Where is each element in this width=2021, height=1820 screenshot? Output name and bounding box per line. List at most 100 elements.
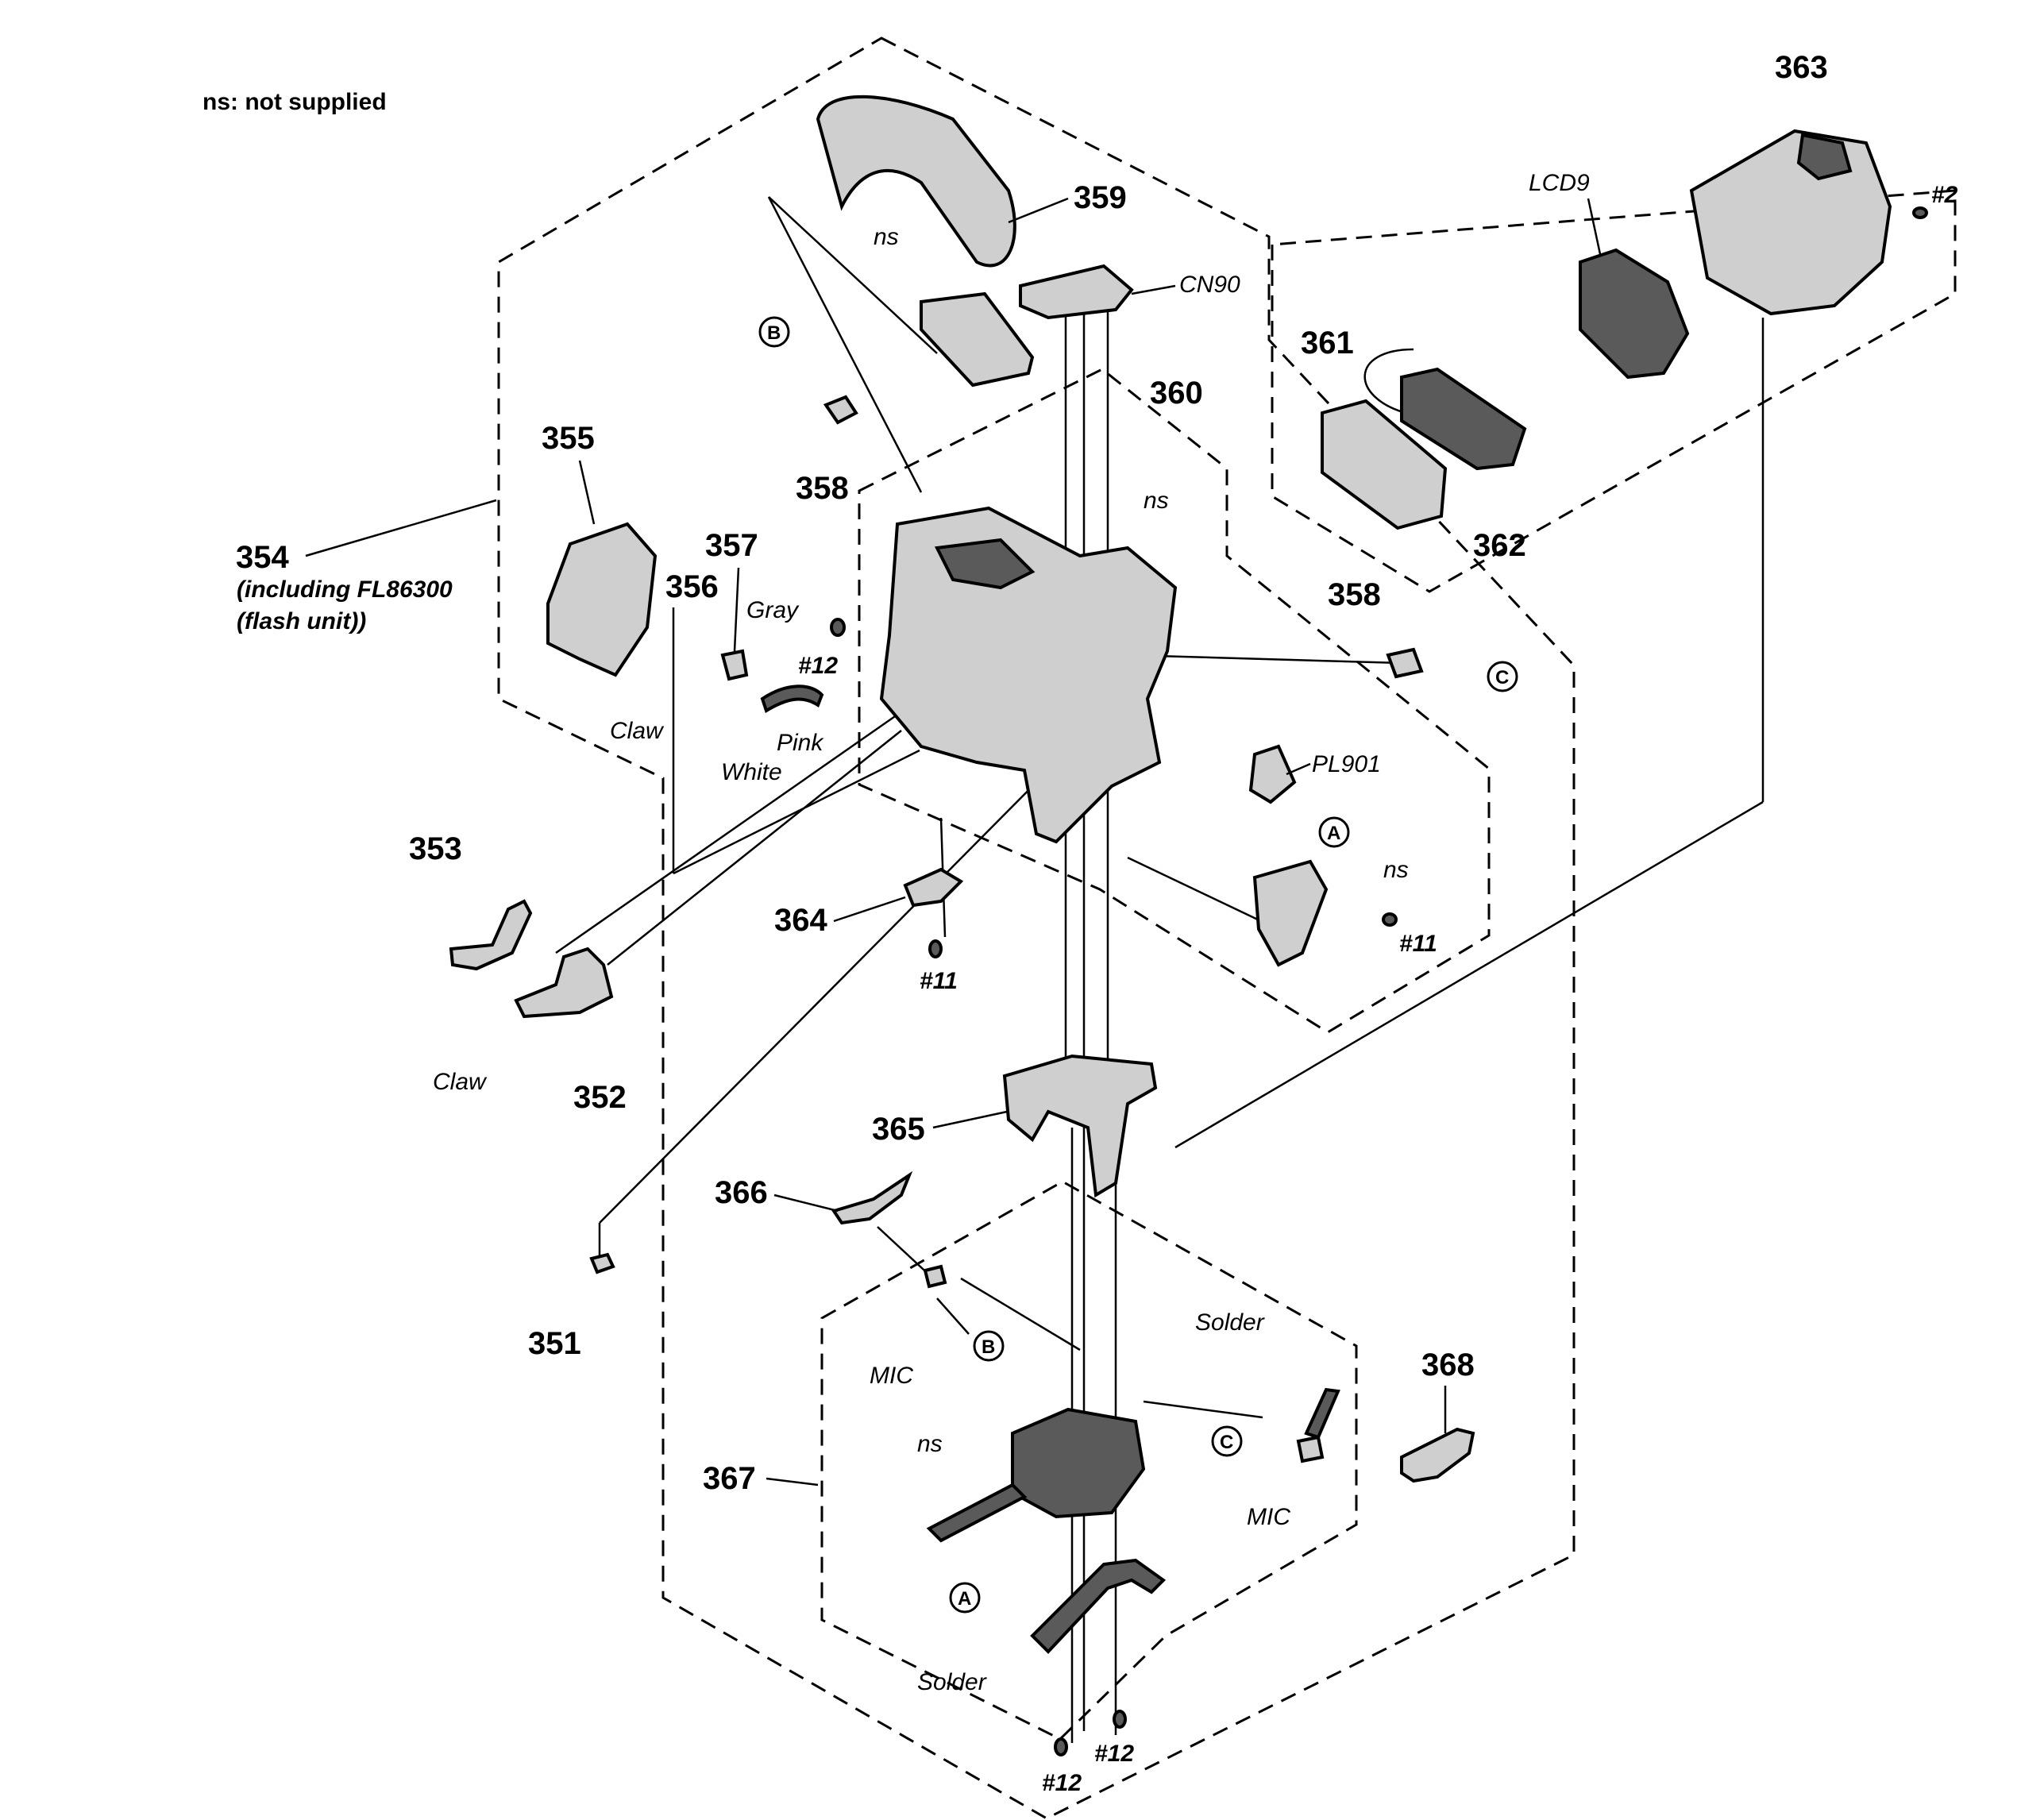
main-chassis-shape — [879, 506, 1178, 844]
part-363-shape — [1689, 129, 1892, 316]
leader-cn90 — [1131, 284, 1176, 295]
leader-357 — [733, 567, 740, 652]
mic-right-shape — [1296, 1435, 1325, 1463]
part-367-flex-shape — [926, 1483, 1028, 1543]
part-label-353: 353 — [409, 831, 462, 866]
leader-367 — [766, 1477, 819, 1486]
leader-365 — [932, 1110, 1008, 1129]
leader-355 — [578, 460, 596, 525]
mic-label-right: MIC — [1247, 1504, 1290, 1530]
screw-label-12-mid: #12 — [798, 653, 838, 679]
part-352-shape — [514, 947, 614, 1019]
leader-pl901 — [1286, 762, 1311, 776]
part-367-board-shape — [1011, 1407, 1146, 1519]
part-358-top-shape — [823, 395, 858, 425]
ref-c-bottom: C — [1211, 1425, 1243, 1457]
part-368-shape — [1400, 1427, 1475, 1483]
part-354-note-1: (including FL86300 — [237, 576, 453, 603]
ref-b-top: B — [758, 316, 790, 348]
part-363-detail — [1796, 133, 1853, 181]
ns-label-top: ns — [874, 224, 899, 250]
leader-lines — [555, 196, 1765, 1743]
leader-354 — [305, 499, 497, 557]
screw-label-11-mid: #11 — [920, 968, 958, 994]
assembly-outline-367 — [820, 1180, 1358, 1741]
screw-label-2: #2 — [1931, 182, 1958, 208]
part-label-351: 351 — [528, 1326, 581, 1361]
part-label-360: 360 — [1150, 376, 1203, 411]
part-364-shape — [903, 867, 964, 908]
screw-label-11-right: #11 — [1399, 931, 1437, 957]
leader-lcd9 — [1587, 198, 1602, 255]
part-label-363: 363 — [1775, 50, 1828, 85]
ns-label-bottom: ns — [917, 1431, 943, 1457]
part-359-shape — [816, 94, 1016, 268]
part-label-361: 361 — [1301, 326, 1354, 361]
assembly-outline-360 — [858, 368, 1491, 1034]
part-354-note-2: (flash unit)) — [237, 608, 366, 634]
part-355-shape — [546, 522, 658, 677]
ref-a-mid: A — [1318, 816, 1350, 848]
part-label-359: 359 — [1074, 180, 1127, 215]
main-chassis-detail — [934, 538, 1036, 590]
white-wire-label: White — [721, 759, 782, 785]
screw-label-12-bottom-left: #12 — [1042, 1770, 1082, 1796]
ns-block-shape — [920, 291, 1035, 388]
part-label-366: 366 — [715, 1175, 768, 1210]
svg-text:B: B — [767, 322, 781, 344]
part-365-shape — [1002, 1054, 1158, 1198]
wire-bundle-shape — [760, 684, 824, 713]
svg-text:C: C — [1220, 1432, 1233, 1453]
screw-glyphs — [830, 206, 1928, 1756]
part-label-368: 368 — [1421, 1348, 1475, 1382]
part-label-365: 365 — [872, 1112, 925, 1147]
lcd9-label: LCD9 — [1529, 170, 1590, 196]
part-367-flex2-shape — [1030, 1558, 1167, 1654]
part-362-shape — [1400, 367, 1527, 471]
part-label-358-right: 358 — [1328, 577, 1381, 612]
screw-label-12-bottom-right: #12 — [1094, 1741, 1134, 1767]
mic-left-shape — [923, 1264, 947, 1289]
gray-wire-label: Gray — [746, 597, 800, 623]
part-label-364: 364 — [774, 903, 827, 938]
assembly-outline-354 — [497, 37, 1576, 1820]
solder-label-bottom: Solder — [917, 1669, 987, 1695]
part-358-right-shape — [1386, 647, 1424, 679]
ns-label-mid: ns — [1144, 488, 1169, 514]
ref-c-right: C — [1487, 661, 1518, 692]
part-label-355: 355 — [542, 421, 595, 456]
part-label-354: 354 — [236, 540, 289, 575]
not-supplied-note: ns: not supplied — [202, 89, 387, 115]
cn90-bracket-shape — [1019, 264, 1134, 320]
solder-label-top: Solder — [1195, 1309, 1265, 1336]
part-351-shape — [589, 1252, 615, 1274]
lcd9-shape — [1579, 248, 1690, 380]
part-label-362: 362 — [1473, 528, 1526, 563]
svg-text:A: A — [958, 1588, 971, 1610]
part-label-357: 357 — [705, 528, 758, 563]
part-366-shape — [831, 1170, 913, 1225]
ref-a-bottom: A — [949, 1582, 981, 1614]
svg-text:A: A — [1327, 823, 1340, 844]
leader-359 — [1008, 197, 1069, 224]
claw-label-top: Claw — [610, 718, 665, 744]
pl901-label: PL901 — [1312, 751, 1381, 777]
part-357-shape — [720, 649, 749, 681]
svg-text:B: B — [982, 1336, 995, 1358]
ns-label-right: ns — [1383, 857, 1409, 883]
cn90-label: CN90 — [1179, 272, 1240, 298]
leader-366 — [773, 1193, 839, 1213]
leader-364 — [833, 896, 906, 923]
part-label-358-top: 358 — [796, 471, 849, 506]
part-361-shape — [1321, 399, 1448, 530]
svg-text:C: C — [1495, 667, 1509, 688]
ref-b-bottom: B — [973, 1330, 1005, 1362]
part-353-shape — [449, 899, 533, 971]
part-label-356: 356 — [665, 569, 719, 604]
right-bracket-shape — [1252, 859, 1329, 967]
mic-right-wire — [1304, 1387, 1340, 1440]
part-label-352: 352 — [573, 1080, 627, 1115]
pink-wire-label: Pink — [777, 730, 824, 756]
pl901-shape — [1248, 744, 1297, 804]
